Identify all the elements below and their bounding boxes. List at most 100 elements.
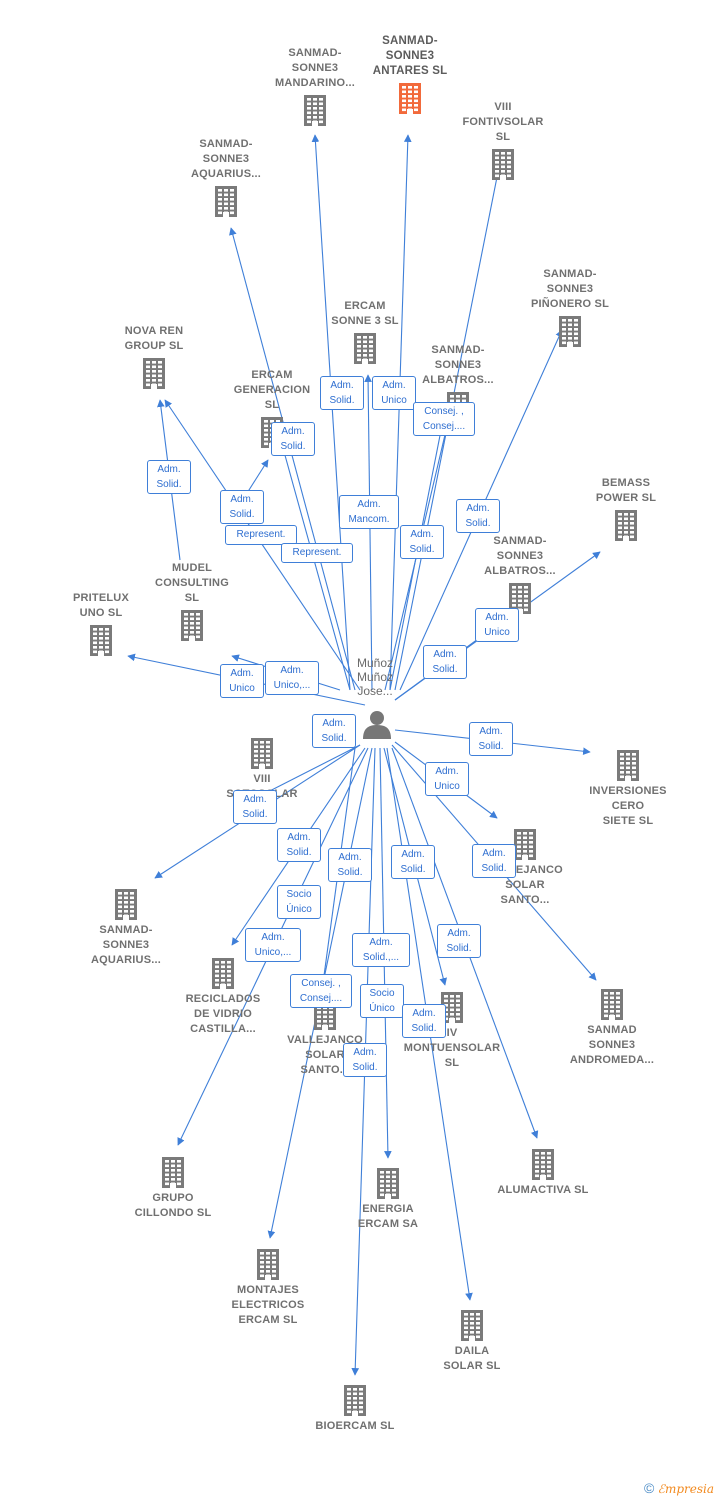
- relation-label-r7[interactable]: Adm. Mancom.: [339, 495, 399, 529]
- company-node-cillondo[interactable]: GRUPO CILLONDO SL: [113, 1153, 233, 1221]
- company-node-antares[interactable]: SANMAD- SONNE3 ANTARES SL: [350, 34, 470, 117]
- building-icon: [354, 333, 376, 364]
- relation-label-r31[interactable]: Adm. Solid.: [343, 1043, 387, 1077]
- relation-label-r15[interactable]: Adm. Unico,...: [265, 661, 319, 695]
- company-label[interactable]: SANMAD- SONNE3 AQUARIUS...: [90, 924, 162, 966]
- relation-edge: [311, 134, 351, 691]
- building-icon: [215, 186, 237, 217]
- company-label[interactable]: INVERSIONES CERO SIETE SL: [589, 785, 667, 827]
- relation-label-r12[interactable]: Adm. Unico: [475, 608, 519, 642]
- company-node-montajes[interactable]: MONTAJES ELECTRICOS ERCAM SL: [208, 1245, 328, 1328]
- company-label[interactable]: GRUPO CILLONDO SL: [134, 1192, 212, 1219]
- company-node-fontivsolar[interactable]: VIII FONTIVSOLAR SL: [443, 100, 563, 183]
- relation-label-r8[interactable]: Represent.: [225, 525, 297, 545]
- brand-initial: ℰ: [657, 1482, 665, 1496]
- company-label[interactable]: BEMASS POWER SL: [595, 477, 657, 504]
- relation-label-r13[interactable]: Adm. Solid.: [423, 645, 467, 679]
- relation-label-r14[interactable]: Adm. Unico: [220, 664, 264, 698]
- relation-edge: [164, 399, 361, 691]
- company-node-novaren[interactable]: NOVA REN GROUP SL: [94, 324, 214, 392]
- company-label[interactable]: BIOERCAM SL: [315, 1420, 395, 1432]
- relation-label-r24[interactable]: Socio Único: [277, 885, 321, 919]
- company-label[interactable]: SANMAD- SONNE3 ALBATROS...: [422, 344, 494, 386]
- company-node-pritelux[interactable]: PRITELUX UNO SL: [41, 591, 161, 659]
- company-label[interactable]: ERCAM SONNE 3 SL: [331, 300, 399, 327]
- company-label[interactable]: ERCAM GENERACION SL: [233, 369, 311, 411]
- building-icon: [532, 1149, 554, 1180]
- building-icon: [492, 149, 514, 180]
- company-node-aquarius1[interactable]: SANMAD- SONNE3 AQUARIUS...: [166, 137, 286, 220]
- center-person-label[interactable]: Muñoz Muñoz Jose...: [356, 656, 394, 698]
- relation-edge: [389, 134, 412, 691]
- company-node-montuensolar[interactable]: IV MONTUENSOLAR SL: [392, 988, 512, 1071]
- company-label[interactable]: SANMAD- SONNE3 ANTARES SL: [372, 35, 448, 77]
- company-label[interactable]: SANMAD- SONNE3 PIÑONERO SL: [531, 268, 609, 310]
- company-node-mandarino[interactable]: SANMAD- SONNE3 MANDARINO...: [255, 46, 375, 129]
- relation-label-r20[interactable]: Adm. Solid.: [277, 828, 321, 862]
- company-node-pinonero[interactable]: SANMAD- SONNE3 PIÑONERO SL: [510, 267, 630, 350]
- company-node-inversiones[interactable]: INVERSIONES CERO SIETE SL: [568, 746, 688, 829]
- company-node-andromeda[interactable]: SANMAD SONNE3 ANDROMEDA...: [552, 985, 672, 1068]
- copyright-symbol: ©: [644, 1480, 655, 1496]
- relation-label-r29[interactable]: Socio Único: [360, 984, 404, 1018]
- relation-label-r25[interactable]: Adm. Unico,...: [245, 928, 301, 962]
- company-label[interactable]: MONTAJES ELECTRICOS ERCAM SL: [231, 1284, 305, 1326]
- building-icon: [615, 510, 637, 541]
- building-icon: [601, 989, 623, 1020]
- relation-label-r6[interactable]: Adm. Solid.: [271, 422, 315, 456]
- company-label[interactable]: MUDEL CONSULTING SL: [155, 562, 229, 604]
- relation-label-r10[interactable]: Adm. Solid.: [147, 460, 191, 494]
- building-icon: [461, 1310, 483, 1341]
- company-label[interactable]: IV MONTUENSOLAR SL: [403, 1027, 501, 1069]
- company-label[interactable]: SANMAD- SONNE3 AQUARIUS...: [190, 138, 262, 180]
- relation-label-r26[interactable]: Adm. Solid.,...: [352, 933, 410, 967]
- company-label[interactable]: NOVA REN GROUP SL: [124, 325, 184, 352]
- company-label[interactable]: SANMAD- SONNE3 MANDARINO...: [274, 47, 355, 89]
- relation-label-r3[interactable]: Consej. , Consej....: [413, 402, 475, 436]
- relation-label-r11[interactable]: Adm. Solid.: [220, 490, 264, 524]
- relation-label-r22[interactable]: Adm. Solid.: [328, 848, 372, 882]
- company-node-albatros2[interactable]: SANMAD- SONNE3 ALBATROS...: [460, 534, 580, 617]
- company-node-reciclados[interactable]: RECICLADOS DE VIDRIO CASTILLA...: [163, 954, 283, 1037]
- relation-label-r21[interactable]: Adm. Solid.: [472, 844, 516, 878]
- empresia-footer: © ℰmpresia: [644, 1480, 714, 1496]
- building-icon: [143, 358, 165, 389]
- company-node-mudel[interactable]: MUDEL CONSULTING SL: [132, 561, 252, 644]
- relation-label-r4[interactable]: Adm. Solid.: [456, 499, 500, 533]
- company-node-bioercam[interactable]: BIOERCAM SL: [295, 1381, 415, 1434]
- company-node-bemass[interactable]: BEMASS POWER SL: [566, 476, 686, 544]
- relation-label-r9[interactable]: Represent.: [281, 543, 353, 563]
- company-label[interactable]: ALUMACTIVA SL: [497, 1184, 589, 1196]
- company-label[interactable]: VIII FONTIVSOLAR SL: [462, 101, 544, 143]
- relation-label-r1[interactable]: Adm. Solid.: [320, 376, 364, 410]
- company-node-alumactiva[interactable]: ALUMACTIVA SL: [483, 1145, 603, 1198]
- building-icon: [251, 738, 273, 769]
- building-icon: [344, 1385, 366, 1416]
- relation-label-r23[interactable]: Adm. Solid.: [391, 845, 435, 879]
- person-icon[interactable]: [363, 711, 391, 739]
- relation-label-r19[interactable]: Adm. Solid.: [233, 790, 277, 824]
- company-node-energia[interactable]: ENERGIA ERCAM SA: [328, 1164, 448, 1232]
- relation-label-r28[interactable]: Consej. , Consej....: [290, 974, 352, 1008]
- company-node-aquarius2[interactable]: SANMAD- SONNE3 AQUARIUS...: [66, 885, 186, 968]
- company-label[interactable]: ENERGIA ERCAM SA: [357, 1203, 419, 1230]
- company-label[interactable]: PRITELUX UNO SL: [73, 592, 129, 619]
- company-label[interactable]: DAILA SOLAR SL: [443, 1345, 501, 1372]
- relation-label-r18[interactable]: Adm. Unico: [425, 762, 469, 796]
- building-icon: [377, 1168, 399, 1199]
- relation-label-r16[interactable]: Adm. Solid.: [312, 714, 356, 748]
- company-label[interactable]: SANMAD- SONNE3 ALBATROS...: [484, 535, 556, 577]
- relation-label-r27[interactable]: Adm. Solid.: [437, 924, 481, 958]
- building-icon: [304, 95, 326, 126]
- relation-label-r5[interactable]: Adm. Solid.: [400, 525, 444, 559]
- building-icon: [115, 889, 137, 920]
- company-label[interactable]: RECICLADOS DE VIDRIO CASTILLA...: [185, 993, 261, 1035]
- relation-label-r17[interactable]: Adm. Solid.: [469, 722, 513, 756]
- company-node-ercam3[interactable]: ERCAM SONNE 3 SL: [305, 299, 425, 367]
- relation-label-r30[interactable]: Adm. Solid.: [402, 1004, 446, 1038]
- company-node-daila[interactable]: DAILA SOLAR SL: [412, 1306, 532, 1374]
- relation-edge: [364, 374, 373, 691]
- relation-label-r2[interactable]: Adm. Unico: [372, 376, 416, 410]
- building-icon: [181, 610, 203, 641]
- company-label[interactable]: SANMAD SONNE3 ANDROMEDA...: [569, 1024, 655, 1066]
